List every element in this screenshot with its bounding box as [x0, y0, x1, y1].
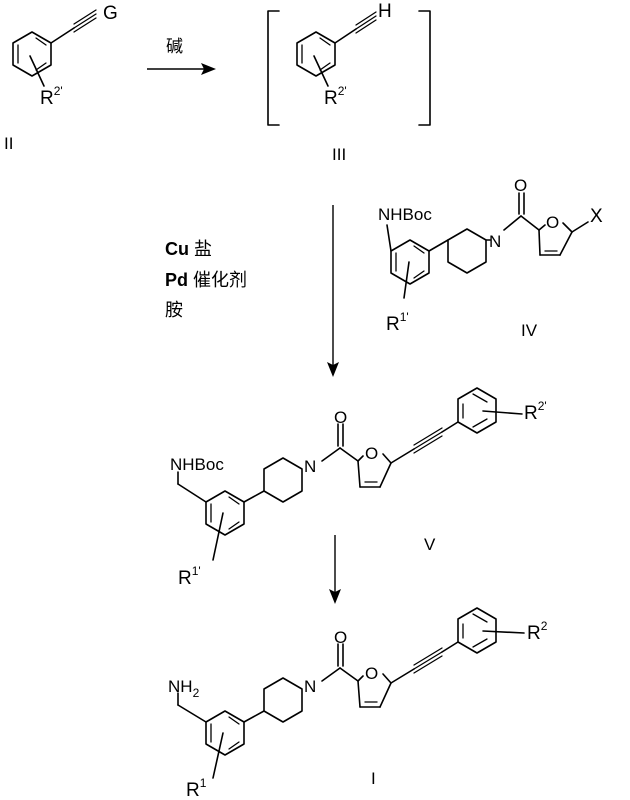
furan-o: O — [365, 664, 378, 683]
substituent-R2prime: R2' — [524, 399, 547, 424]
reagents-step2: Cu 盐 Pd 催化剂 胺 — [165, 239, 247, 320]
label-I: I — [371, 769, 376, 788]
label-V: V — [424, 535, 436, 554]
carbonyl-o: O — [514, 176, 527, 195]
substituent-R1prime: R1' — [386, 310, 409, 335]
compound-IV: NHBoc N O O X R1' IV — [378, 176, 603, 340]
compound-I: NH2 N O O R2 R1 I — [168, 607, 548, 800]
arrow-step3 — [329, 535, 341, 604]
amine-nhboc: NHBoc — [170, 455, 224, 474]
substituent-G: G — [103, 3, 118, 24]
piperidine-n: N — [304, 457, 316, 476]
substituent-R1prime: R1' — [178, 564, 201, 589]
reagent-copper-salt: Cu 盐 — [165, 239, 212, 259]
carbonyl-o: O — [334, 408, 347, 427]
furan-o: O — [365, 444, 378, 463]
label-III: III — [332, 145, 346, 164]
label-IV: IV — [521, 321, 538, 340]
compound-II: G R2' II — [4, 3, 118, 153]
piperidine-n: N — [304, 677, 316, 696]
arrow-step2 — [327, 205, 339, 377]
substituent-R2: R2 — [527, 619, 548, 644]
furan-o: O — [546, 213, 559, 232]
piperidine-n: N — [489, 232, 501, 251]
reagent-amine: 胺 — [165, 300, 183, 320]
amine-nh2: NH2 — [168, 677, 200, 700]
terminal-H: H — [378, 1, 392, 22]
compound-V: NHBoc N O O R2' R1' V — [170, 387, 547, 589]
reagent-base: 碱 — [166, 37, 183, 56]
substituent-R1: R1 — [186, 776, 207, 800]
amine-nhboc: NHBoc — [378, 205, 432, 224]
substituent-R2prime: R2' — [324, 84, 347, 109]
substituent-R2prime: R2' — [40, 84, 63, 109]
substituent-X: X — [590, 206, 603, 227]
carbonyl-o: O — [334, 628, 347, 647]
compound-III: H R2' III — [267, 1, 431, 164]
reagent-pd-catalyst: Pd 催化剂 — [165, 270, 247, 290]
arrow-step1 — [147, 63, 216, 75]
label-II: II — [4, 134, 13, 153]
